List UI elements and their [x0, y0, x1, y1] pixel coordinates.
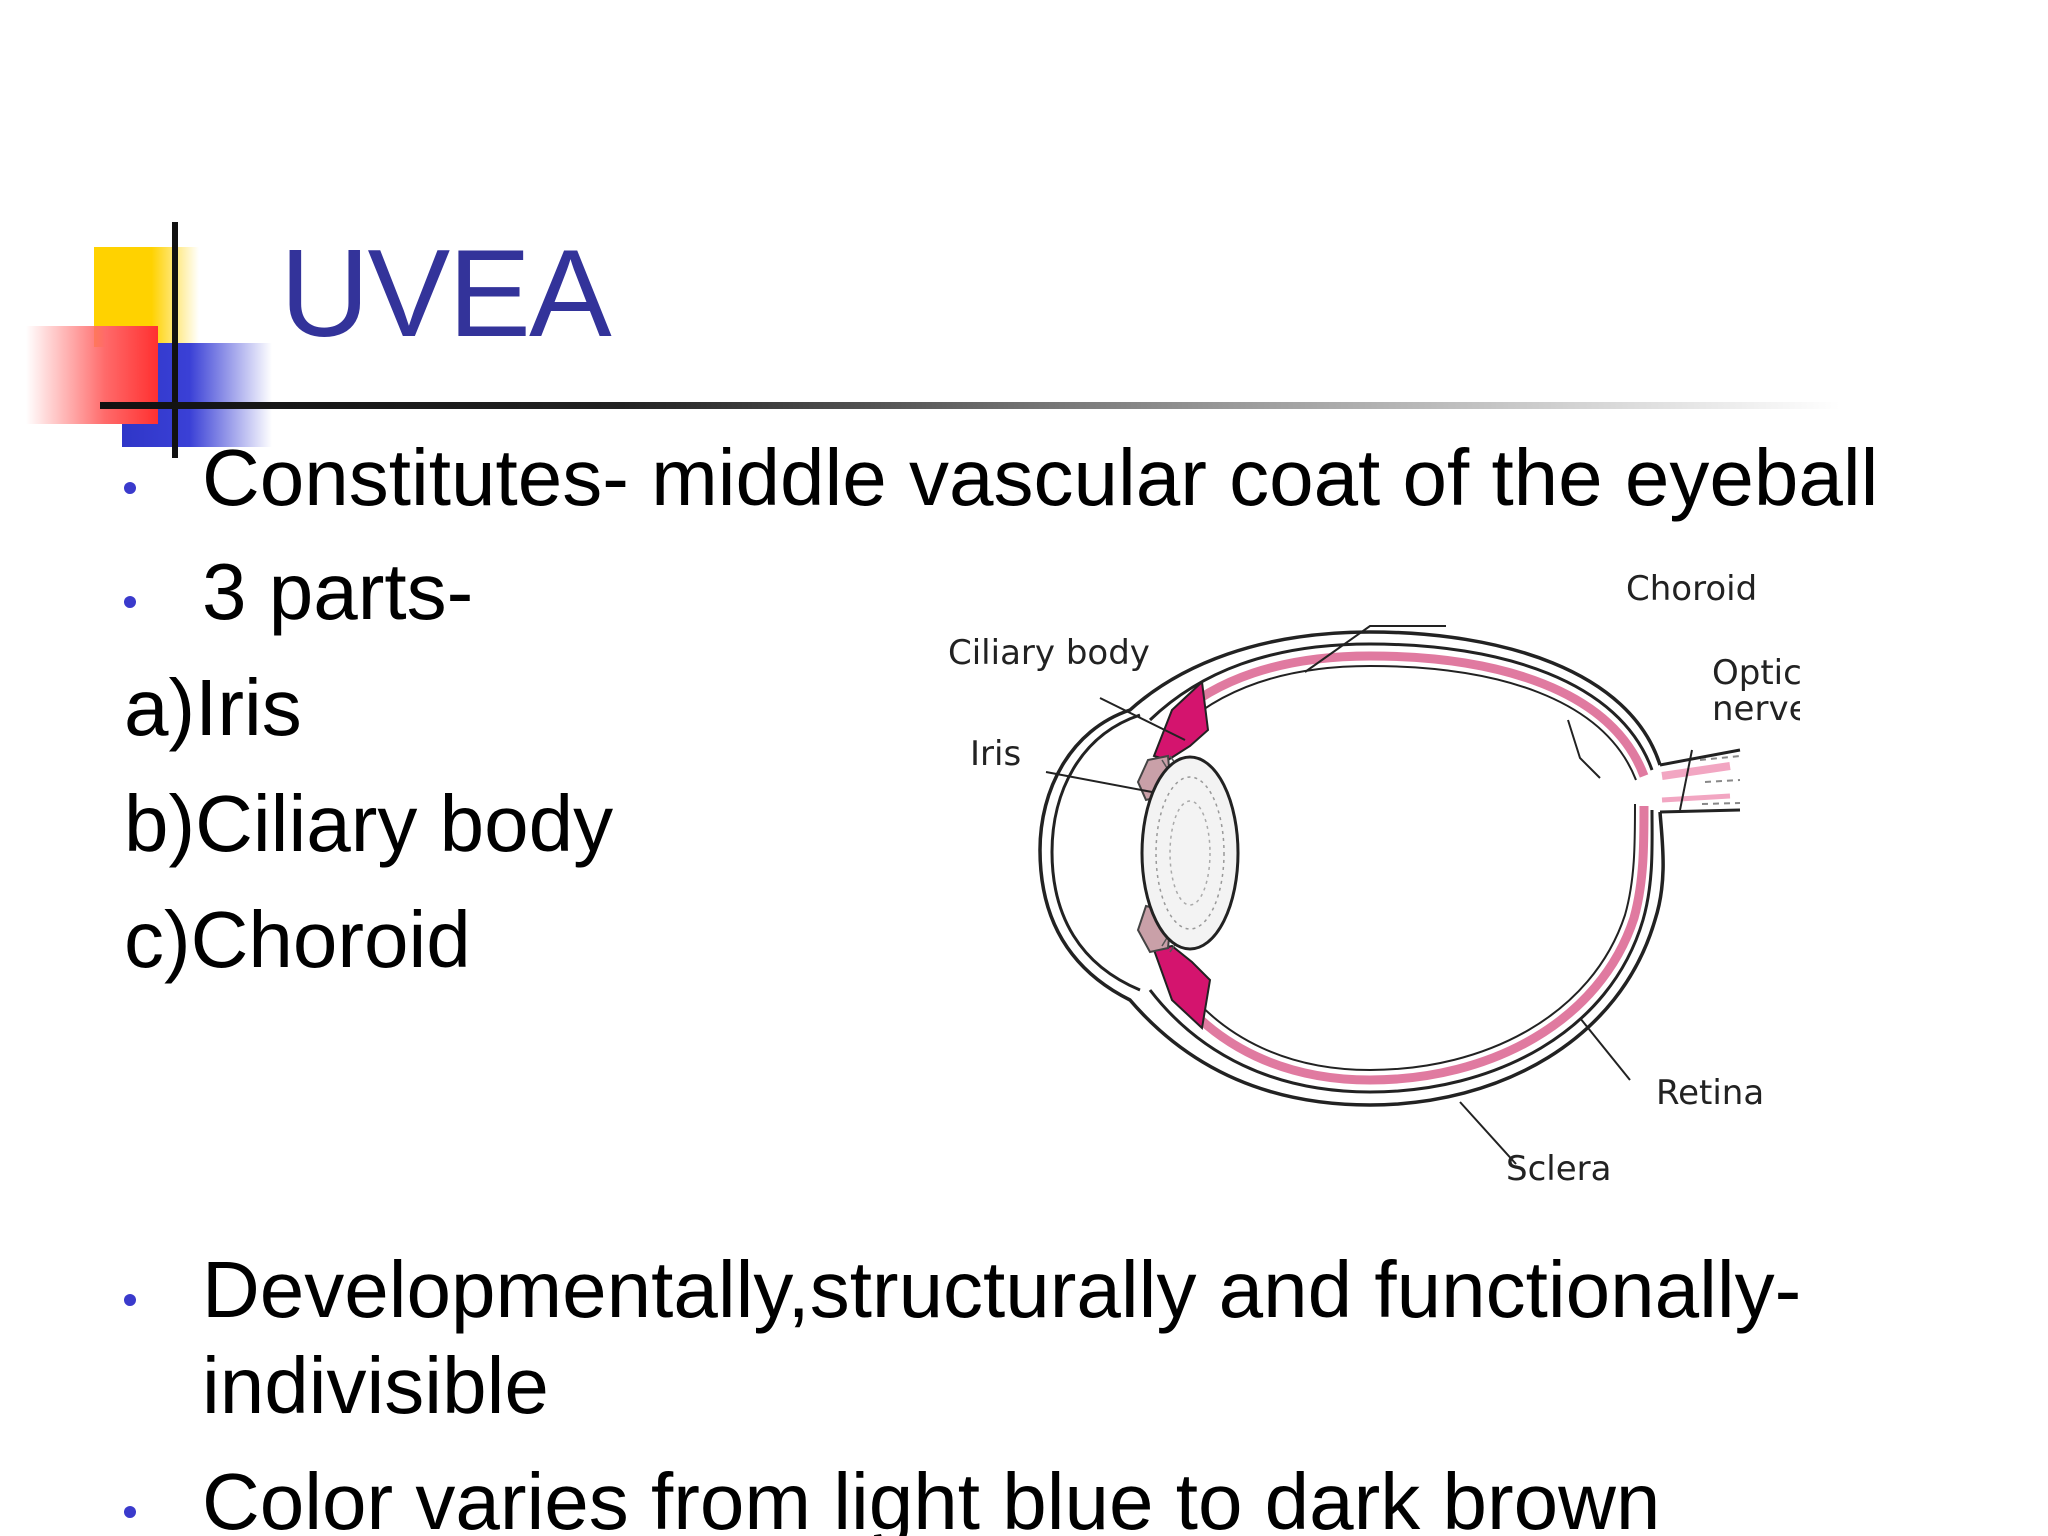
part-iris: a)Iris: [124, 663, 302, 752]
eye-diagram: Choroid Ciliary body Optic nerve Iris Re…: [948, 569, 1800, 1189]
label-sclera: Sclera: [1506, 1149, 1611, 1189]
bullet-dot: [124, 482, 136, 494]
bullet-text-color: Color varies from light blue to dark bro…: [202, 1457, 1661, 1536]
bullet-text-developmentally-line2: indivisible: [202, 1341, 549, 1430]
lens-shape: [1140, 755, 1240, 951]
bullet-text-developmentally-line1: Developmentally,structurally and functio…: [202, 1245, 1802, 1334]
label-nerve: nerve: [1712, 689, 1800, 729]
label-iris: Iris: [970, 734, 1021, 774]
cornea-shape: [1050, 713, 1141, 992]
label-optic: Optic: [1712, 653, 1800, 693]
optic-nerve-shape: [1659, 748, 1741, 814]
bullet-dot: [124, 596, 136, 608]
bullet-text-parts: 3 parts-: [202, 547, 474, 636]
bullet-text-constitutes: Constitutes- middle vascular coat of the…: [202, 433, 1879, 522]
ciliary-body-upper: [1152, 679, 1210, 762]
sclera-inner-line: [1148, 642, 1654, 1094]
sclera-shape: [1038, 630, 1665, 1107]
bullet-dot: [124, 1294, 136, 1306]
ornament-vertical-line: [172, 222, 178, 458]
bullet-dot: [124, 1506, 136, 1518]
part-choroid: c)Choroid: [124, 895, 471, 984]
ciliary-body-lower: [1152, 944, 1212, 1031]
title-underline: [100, 402, 1840, 409]
label-ciliary-body: Ciliary body: [948, 633, 1150, 673]
label-choroid: Choroid: [1626, 569, 1757, 609]
ornament-red-square: [26, 326, 158, 424]
part-ciliary-body: b)Ciliary body: [124, 779, 614, 868]
slide-title: UVEA: [280, 225, 612, 363]
label-retina: Retina: [1656, 1073, 1764, 1113]
choroid-shape: [1168, 651, 1649, 1085]
